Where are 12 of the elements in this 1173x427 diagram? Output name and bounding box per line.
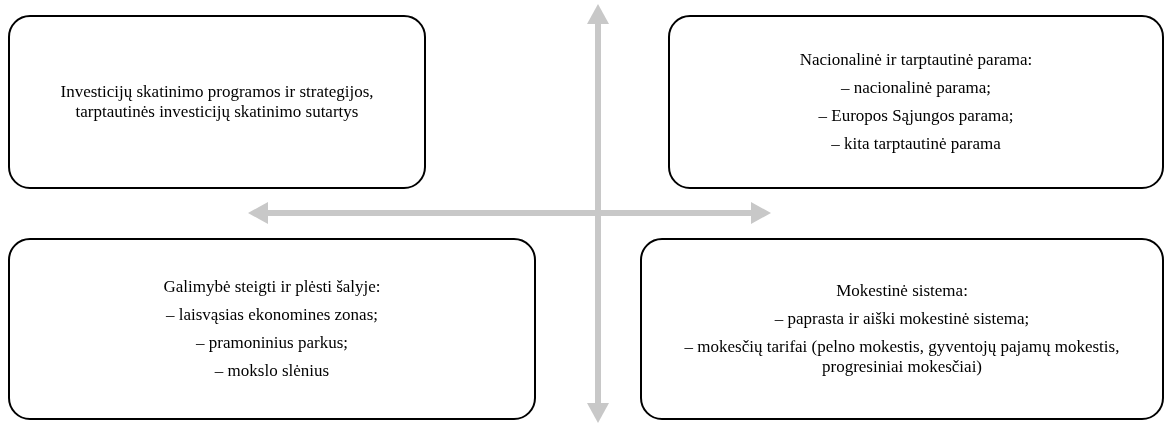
list-item: – nacionalinė parama;: [840, 78, 992, 98]
box-heading: Nacionalinė ir tarptautinė parama:: [799, 50, 1033, 70]
list-item: – Europos Sąjungos parama;: [818, 106, 1014, 126]
box-heading: Galimybė steigti ir plėsti šalyje:: [163, 277, 381, 297]
list-item: – pramoninius parkus;: [195, 333, 348, 353]
list-item: – laisvąsias ekonomines zonas;: [166, 305, 378, 325]
list-item: – kita tarptautinė parama: [831, 134, 1001, 154]
list-item: – paprasta ir aiški mokestinė sistema;: [774, 309, 1030, 329]
list-item: – mokesčių tarifai (pelno mokestis, gyventojų pajamų mokestis, progresiniai mokesčiai): [683, 337, 1121, 377]
box-heading: Mokestinė sistema:: [836, 281, 968, 301]
list-item: – mokslo slėnius: [214, 361, 330, 381]
box-text: Investicijų skatinimo programos ir strategijos, tarptautinės investicijų skatinimo sutartys: [59, 82, 375, 122]
